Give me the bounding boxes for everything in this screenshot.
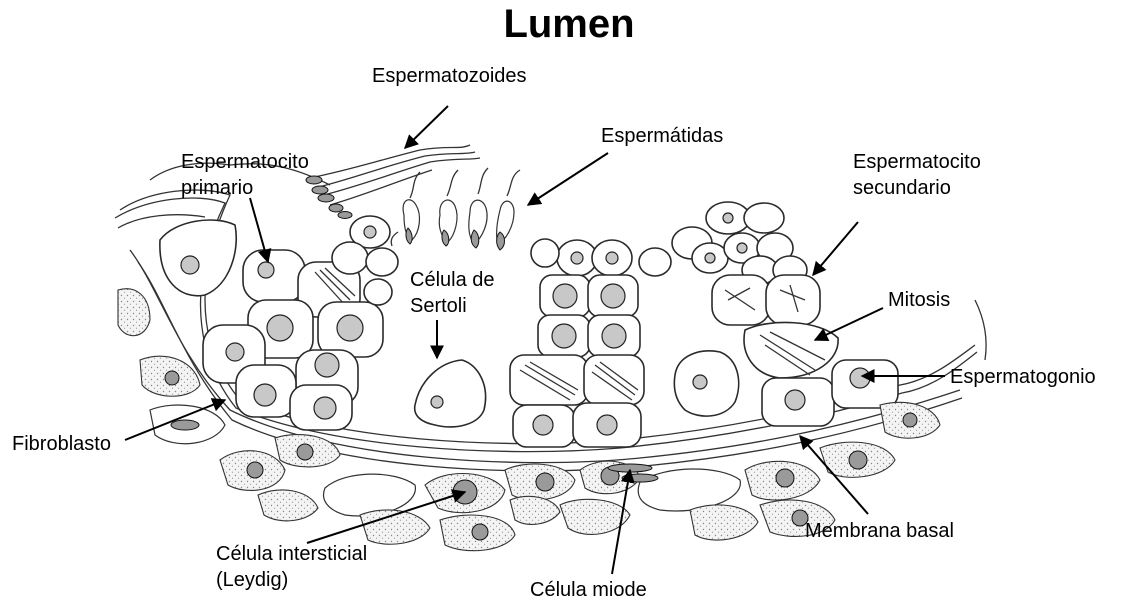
sertoli-cell [415, 360, 486, 427]
loose-cell [160, 220, 236, 296]
spermatid-group [391, 168, 520, 250]
label-espermatocito-primario-line2: primario [181, 177, 253, 199]
label-celula-sertoli-line1: Célula de [410, 269, 495, 291]
diagram-title: Lumen [503, 2, 634, 46]
arrow-mitosis [815, 308, 883, 340]
label-fibroblasto: Fibroblasto [12, 433, 111, 455]
arrow-espermatozoides [405, 106, 448, 148]
tubule-illustration [115, 145, 986, 551]
label-espermatidas: Espermátidas [601, 125, 723, 147]
label-celula-miode: Célula miode [530, 579, 647, 601]
arrow-espermatocito-secundario [813, 222, 858, 275]
arrow-espermatidas [528, 153, 608, 205]
label-celula-intersticial-line1: Célula intersticial [216, 543, 367, 565]
label-celula-intersticial-line2: (Leydig) [216, 569, 288, 591]
label-mitosis: Mitosis [888, 289, 950, 311]
label-celula-sertoli-line2: Sertoli [410, 295, 467, 317]
label-espermatocito-secundario-line2: secundario [853, 177, 951, 199]
label-espermatocito-secundario-line1: Espermatocito [853, 151, 981, 173]
label-espermatocito-primario-line1: Espermatocito [181, 151, 309, 173]
center-cell-column [510, 239, 671, 447]
label-espermatogonio: Espermatogonio [950, 366, 1096, 388]
label-espermatozoides: Espermatozoides [372, 65, 527, 87]
label-membrana-basal: Membrana basal [805, 520, 954, 542]
